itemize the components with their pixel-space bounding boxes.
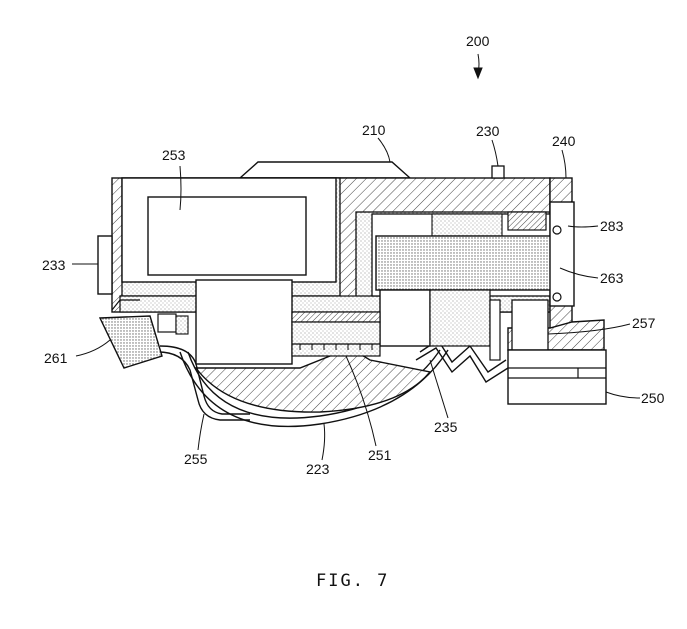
clip-283	[549, 201, 575, 307]
part-261	[98, 299, 163, 369]
label-230: 230	[476, 123, 500, 139]
bracket-233	[97, 235, 113, 295]
label-240: 240	[552, 133, 576, 149]
leader-lines	[72, 53, 641, 461]
label-200: 200	[466, 33, 490, 49]
element-263	[375, 235, 553, 291]
support-posts	[157, 299, 501, 361]
central-block-left	[195, 279, 293, 365]
label-251: 251	[368, 447, 392, 463]
label-233: 233	[42, 257, 66, 273]
reference-labels: 200 210 230 240 253 283 233 263 257 261 …	[42, 33, 665, 477]
label-210: 210	[362, 122, 386, 138]
pin-230	[491, 165, 505, 179]
label-257: 257	[632, 315, 656, 331]
label-283: 283	[600, 218, 624, 234]
central-block-right	[379, 289, 491, 347]
label-235: 235	[434, 419, 458, 435]
label-250: 250	[641, 390, 665, 406]
component-253	[121, 177, 337, 283]
label-261: 261	[44, 350, 68, 366]
label-255: 255	[184, 451, 208, 467]
figure-caption: FIG. 7	[316, 571, 389, 591]
cable-255	[157, 345, 250, 421]
module-250	[507, 349, 607, 405]
label-263: 263	[600, 270, 624, 286]
board-251	[291, 311, 381, 357]
hatched-lens-section	[194, 347, 432, 413]
label-253: 253	[162, 147, 186, 163]
label-223: 223	[306, 461, 330, 477]
